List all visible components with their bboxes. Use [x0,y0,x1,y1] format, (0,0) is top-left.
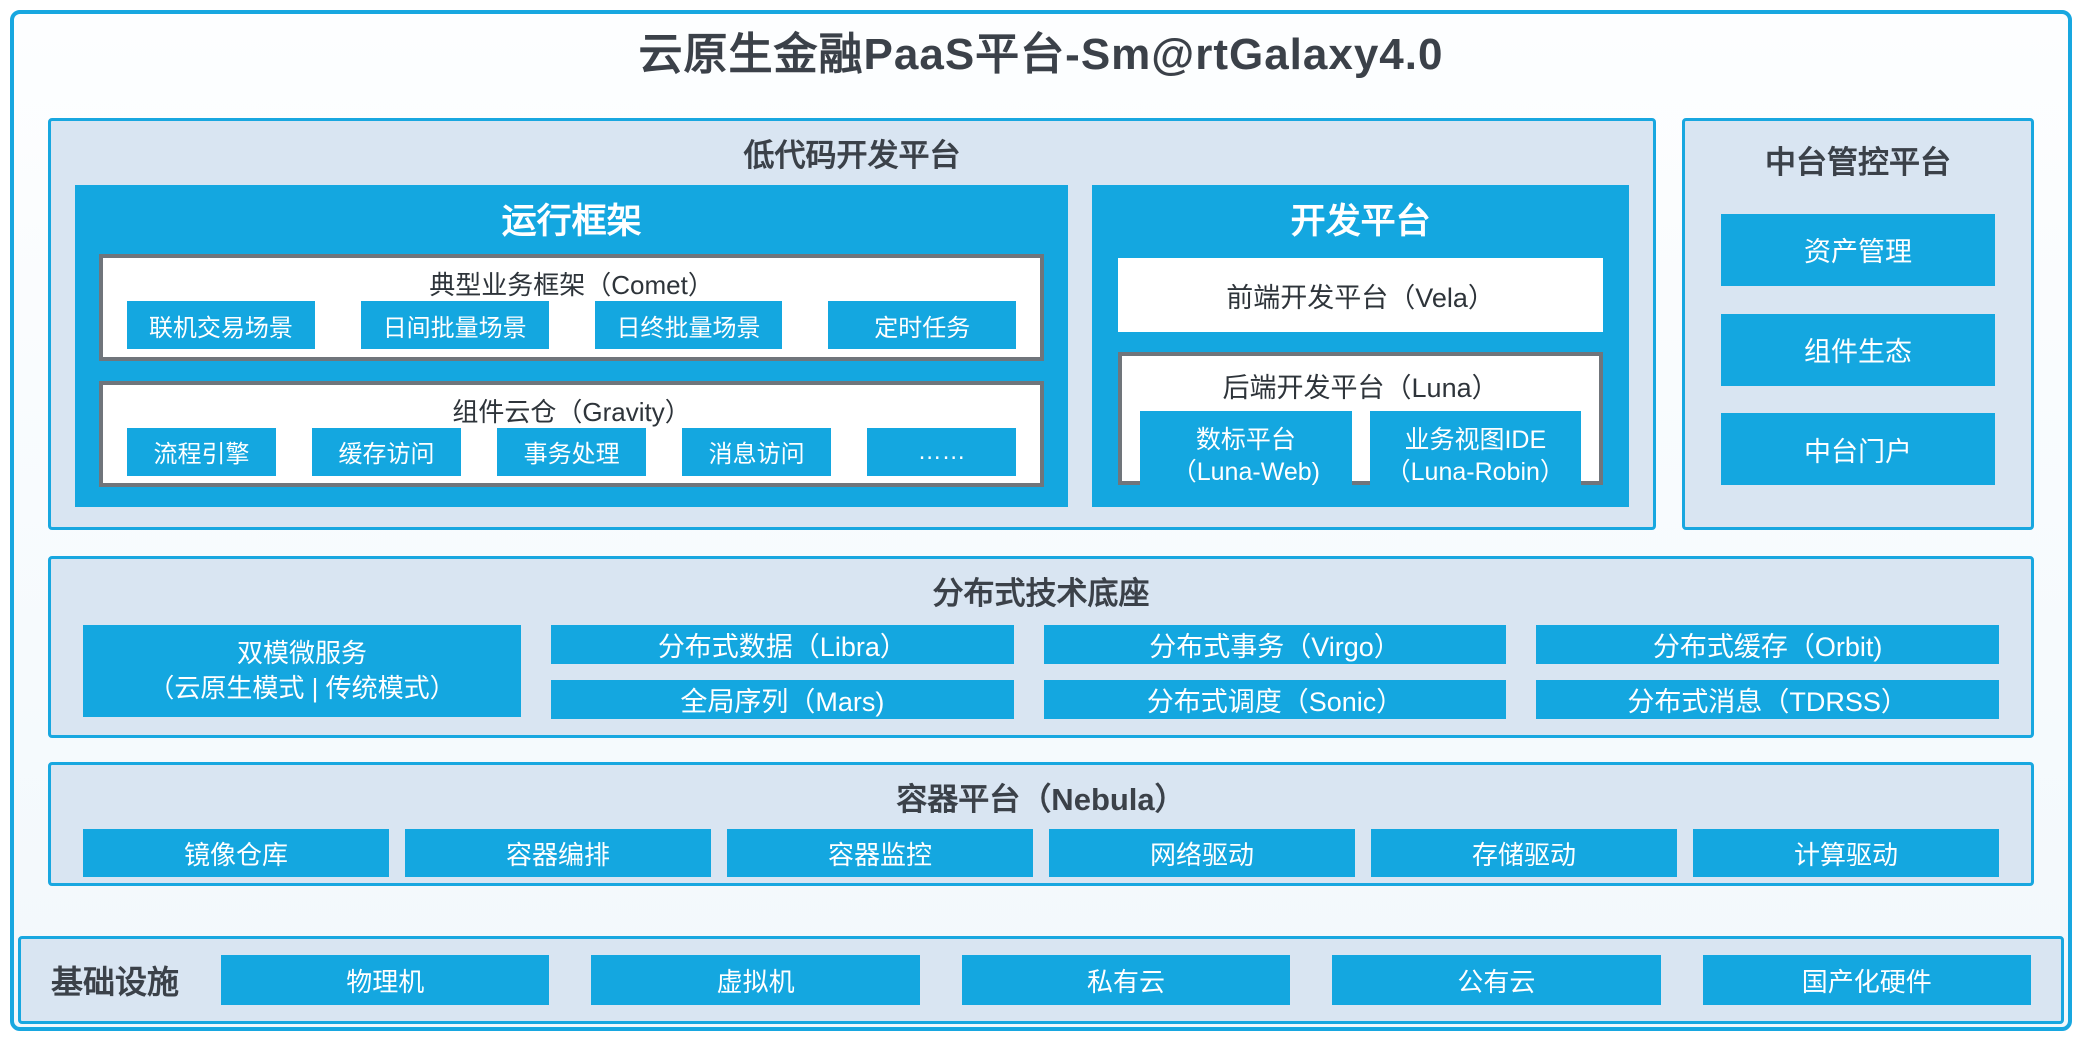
block-distributed-message-tdrss: 分布式消息（TDRSS） [1536,680,2000,719]
infrastructure-panel: 基础设施 物理机 虚拟机 私有云 公有云 国产化硬件 [18,936,2064,1024]
block-private-cloud: 私有云 [961,955,1291,1005]
block-process-engine: 流程引擎 [127,427,277,476]
gravity-items-row: 流程引擎 缓存访问 事务处理 消息访问 …… [103,427,1040,484]
midplatform-items: 资产管理 组件生态 中台门户 [1685,186,2031,527]
platform-frame: 云原生金融PaaS平台-Sm@rtGalaxy4.0 低代码开发平台 运行框架 … [10,10,2072,1031]
block-storage-driver: 存储驱动 [1371,829,1677,877]
top-row: 低代码开发平台 运行框架 典型业务框架（Comet） 联机交易场景 日间批量场景… [48,118,2034,530]
distributed-grid: 双模微服务 （云原生模式 | 传统模式） 分布式数据（Libra） 全局序列（M… [51,623,2031,735]
block-physical-machine: 物理机 [221,955,550,1005]
distributed-base-panel: 分布式技术底座 双模微服务 （云原生模式 | 传统模式） 分布式数据（Libra… [48,556,2034,738]
dual-mode-line2: （云原生模式 | 传统模式） [148,673,456,703]
distributed-column-1: 分布式数据（Libra） 全局序列（Mars) [551,625,1014,719]
distributed-base-title: 分布式技术底座 [932,576,1150,611]
block-container-orchestration: 容器编排 [405,829,711,877]
dual-mode-line1: 双模微服务 [236,637,367,668]
block-distributed-data-libra: 分布式数据（Libra） [551,625,1014,664]
container-platform-panel: 容器平台（Nebula） 镜像仓库 容器编排 容器监控 网络驱动 存储驱动 计算… [48,762,2034,886]
block-daytime-batch: 日间批量场景 [360,301,549,350]
block-component-ecosystem: 组件生态 [1721,313,1995,386]
luna-web-line1: 数标平台 [1195,425,1296,454]
comet-items-row: 联机交易场景 日间批量场景 日终批量场景 定时任务 [103,301,1040,357]
page-title: 云原生金融PaaS平台-Sm@rtGalaxy4.0 [638,30,1444,79]
luna-robin-line1: 业务视图IDE [1404,425,1547,454]
infrastructure-title: 基础设施 [51,964,180,1000]
block-distributed-scheduling-sonic: 分布式调度（Sonic） [1043,680,1507,719]
gravity-warehouse-title: 组件云仓（Gravity） [452,396,691,427]
block-ellipsis: …… [867,427,1017,476]
runtime-framework-title: 运行框架 [501,202,642,241]
block-container-monitoring: 容器监控 [727,829,1033,877]
block-dual-mode-microservices: 双模微服务 （云原生模式 | 传统模式） [83,625,521,717]
luna-backend-box: 后端开发平台（Luna） 数标平台 （Luna-Web) 业务视图IDE （Lu… [1118,352,1603,501]
luna-web-line2: （Luna-Web) [1171,458,1320,486]
comet-framework-box: 典型业务框架（Comet） 联机交易场景 日间批量场景 日终批量场景 定时任务 [99,254,1045,361]
block-global-sequence-mars: 全局序列（Mars) [551,680,1014,719]
container-platform-items: 镜像仓库 容器编排 容器监控 网络驱动 存储驱动 计算驱动 [51,829,2031,893]
block-luna-web: 数标平台 （Luna-Web) [1140,411,1352,501]
midplatform-panel: 中台管控平台 资产管理 组件生态 中台门户 [1682,118,2034,530]
block-asset-management: 资产管理 [1721,213,1995,286]
block-eod-batch: 日终批量场景 [594,301,783,350]
block-domestic-hardware: 国产化硬件 [1702,955,2031,1005]
block-image-registry: 镜像仓库 [83,829,389,877]
lowcode-platform-panel: 低代码开发平台 运行框架 典型业务框架（Comet） 联机交易场景 日间批量场景… [48,118,1656,530]
lowcode-body: 运行框架 典型业务框架（Comet） 联机交易场景 日间批量场景 日终批量场景 … [51,185,1653,527]
distributed-column-2: 分布式事务（Virgo） 分布式调度（Sonic） [1043,625,1507,719]
block-online-trading: 联机交易场景 [127,301,315,350]
distributed-column-3: 分布式缓存（Orbit) 分布式消息（TDRSS） [1536,625,2000,719]
block-virtual-machine: 虚拟机 [591,955,920,1005]
vela-frontend-box: 前端开发平台（Vela） [1118,258,1603,332]
block-transaction-processing: 事务处理 [497,427,647,476]
luna-robin-line2: （Luna-Robin） [1385,458,1565,486]
dev-platform-title: 开发平台 [1290,202,1431,241]
block-message-access: 消息访问 [682,427,832,476]
comet-framework-title: 典型业务框架（Comet） [429,270,714,300]
lowcode-platform-title: 低代码开发平台 [743,138,961,173]
luna-backend-title: 后端开发平台（Luna） [1222,373,1499,403]
block-network-driver: 网络驱动 [1049,829,1355,877]
block-public-cloud: 公有云 [1332,955,1661,1005]
container-platform-title: 容器平台（Nebula） [896,782,1186,817]
dev-platform-panel: 开发平台 前端开发平台（Vela） 后端开发平台（Luna） 数标平台 （Lun… [1092,185,1629,507]
block-luna-robin: 业务视图IDE （Luna-Robin） [1369,411,1581,501]
runtime-framework-panel: 运行框架 典型业务框架（Comet） 联机交易场景 日间批量场景 日终批量场景 … [75,185,1069,507]
block-midplatform-portal: 中台门户 [1721,413,1995,486]
luna-items-row: 数标平台 （Luna-Web) 业务视图IDE （Luna-Robin） [1122,411,1599,517]
gravity-warehouse-box: 组件云仓（Gravity） 流程引擎 缓存访问 事务处理 消息访问 …… [99,380,1045,487]
block-compute-driver: 计算驱动 [1693,829,1999,877]
block-cache-access: 缓存访问 [312,427,462,476]
midplatform-title: 中台管控平台 [1765,145,1951,180]
block-distributed-transaction-virgo: 分布式事务（Virgo） [1043,625,1507,664]
block-distributed-cache-orbit: 分布式缓存（Orbit) [1536,625,2000,664]
block-scheduled-task: 定时任务 [828,301,1017,350]
